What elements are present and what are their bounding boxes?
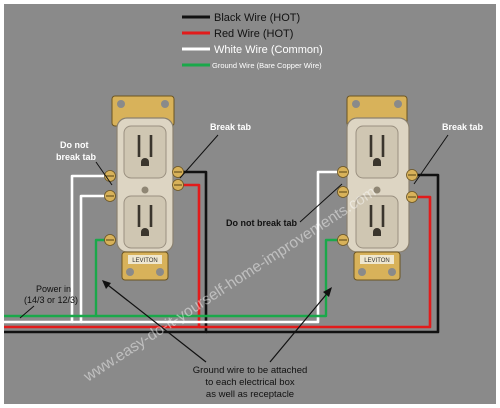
legend-label-white: White Wire (Common) [214, 44, 323, 56]
pointer-do-not-break-left [95, 161, 113, 186]
right-brass-screw-top-icon [405, 168, 419, 182]
right-brass-screw-bottom-icon [405, 190, 419, 204]
annotations: Do not break tab Break tab Do not break … [19, 122, 484, 400]
receptacle-right-brand: LEVITON [364, 258, 390, 264]
ground-note-line3: as well as receptacle [206, 389, 294, 400]
right-silver-screw-top-icon [336, 165, 350, 179]
receptacle-left: LEVITON [103, 95, 185, 281]
left-brass-screw-bottom-icon [171, 178, 185, 192]
legend-label-green: Ground Wire (Bare Copper Wire) [212, 61, 322, 70]
break-tab-right: Break tab [442, 122, 484, 132]
left-ground-screw-icon [103, 233, 117, 247]
pointer-do-not-break-right [299, 183, 343, 223]
pointer-power-in [19, 305, 35, 319]
left-silver-screw-bottom-icon [103, 189, 117, 203]
legend-label-black: Black Wire (HOT) [214, 12, 300, 24]
right-ground-screw-icon [336, 233, 350, 247]
power-in-line2: (14/3 or 12/3) [24, 295, 78, 305]
red-hot-wire [4, 183, 432, 329]
ground-note-line1: Ground wire to be attached [193, 365, 308, 376]
ground-note-line2: to each electrical box [205, 377, 294, 388]
white-common-wire [4, 170, 343, 324]
do-not-break-tab-left-line1: Do not [60, 140, 89, 150]
pointer-break-tab-left [179, 134, 219, 179]
do-not-break-tab-center: Do not break tab [226, 218, 298, 228]
pointer-ground-left [103, 281, 207, 363]
right-silver-screw-bottom-icon [336, 185, 350, 199]
receptacle-left-brand: LEVITON [132, 258, 158, 264]
do-not-break-tab-left-line2: break tab [56, 152, 97, 162]
pointer-break-tab-right [413, 134, 449, 185]
pointer-ground-right [269, 289, 331, 363]
receptacle-right: LEVITON [336, 95, 419, 281]
ground-wire [4, 238, 343, 318]
black-hot-wire [4, 170, 440, 334]
power-in-line1: Power in [36, 284, 71, 294]
background-panel [4, 4, 496, 404]
break-tab-left: Break tab [210, 122, 252, 132]
legend: Black Wire (HOT) Red Wire (HOT) White Wi… [182, 12, 323, 70]
legend-label-red: Red Wire (HOT) [214, 28, 293, 40]
